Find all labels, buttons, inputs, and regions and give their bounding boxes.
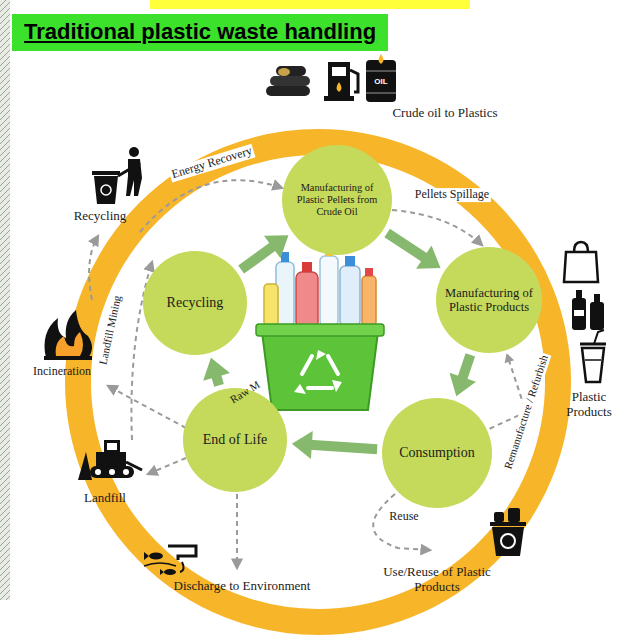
- edge-label: Remanufacture / Refurbish: [501, 351, 551, 472]
- recycling-icon: [92, 147, 142, 204]
- node-text: Recycling: [167, 295, 224, 311]
- connector-line: [310, 445, 377, 449]
- flow-label: Reuse: [387, 510, 420, 524]
- landfill-icon: [78, 440, 142, 480]
- crude-oil-icons: [266, 54, 396, 102]
- process-circle: Consumption: [382, 398, 492, 508]
- node-text: End of Life: [203, 432, 268, 448]
- arrow-head: [292, 431, 313, 459]
- arrow-head: [449, 373, 476, 396]
- ring-label: Incineration: [33, 365, 91, 379]
- ring-label: Plastic Products: [558, 390, 620, 420]
- flow-arrow: [203, 358, 230, 386]
- cycle-ring: [78, 142, 558, 622]
- flow-arrow: [292, 431, 377, 459]
- arrow-head: [264, 235, 288, 258]
- discharge-icon: [144, 546, 196, 575]
- process-circle: Recycling: [143, 251, 247, 355]
- process-circle: Manufacturing of Plastic Products: [436, 247, 542, 353]
- ring-label: Recycling: [74, 209, 127, 224]
- title-text: Traditional plastic waste handling: [24, 19, 376, 45]
- reuse-bin-icon: [490, 508, 526, 556]
- top-strip: [150, 0, 470, 9]
- connector-line: [387, 233, 425, 258]
- flow-label: Pellets Spillage: [413, 188, 491, 202]
- ring-label: Discharge to Environment: [174, 579, 311, 594]
- node-text: Consumption: [399, 445, 474, 461]
- ring-label: Use/Reuse of Plastic Products: [382, 565, 492, 595]
- arrow-head: [505, 353, 514, 363]
- plastic-products-icons: [564, 242, 606, 382]
- connector-line: [241, 246, 274, 270]
- recycling-bin-illustration: [256, 246, 384, 410]
- flow-lines: [89, 180, 482, 568]
- side-hatch: [0, 0, 10, 600]
- flow-arrow: [241, 235, 288, 269]
- node-text: Manufacturing of Plastic Pellets from Cr…: [291, 182, 383, 218]
- incineration-icon: [44, 310, 92, 360]
- flow-label: Landfill Mining: [96, 292, 124, 368]
- process-circle: Manufacturing of Plastic Pellets from Cr…: [282, 145, 392, 255]
- connector-line: [462, 355, 470, 379]
- flow-arrow: [387, 233, 440, 269]
- flow-arrow: [449, 355, 476, 396]
- node-text: Manufacturing of Plastic Products: [444, 286, 534, 315]
- arrow-head: [203, 358, 230, 381]
- flow-label: Energy Recovery: [168, 144, 256, 183]
- ring-label: Crude oil to Plastics: [392, 106, 497, 121]
- title-box: Traditional plastic waste handling: [12, 14, 388, 51]
- arrow-head: [416, 245, 440, 268]
- ring-label: Landfill: [84, 491, 126, 506]
- barrel-label: OIL: [374, 77, 387, 86]
